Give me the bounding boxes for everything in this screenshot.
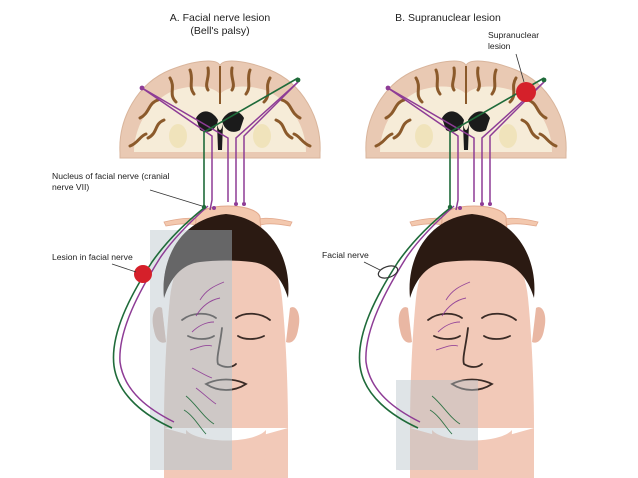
panel-a-face xyxy=(150,213,301,478)
panel-b-facial-nerve-purple xyxy=(365,205,455,423)
panel-b-title: B. Supranuclear lesion xyxy=(378,12,518,25)
panel-b-supranuclear-lesion-marker xyxy=(516,82,536,102)
panel-a-nucleus-point xyxy=(201,204,207,210)
panel-b-facial-branches xyxy=(435,281,471,351)
panel-a-facial-nerve-green xyxy=(112,207,205,429)
lesion-in-facial-nerve-label: Lesion in facial nerve xyxy=(52,252,133,262)
panel-a-title: A. Facial nerve lesion (Bell's palsy) xyxy=(150,12,290,38)
supranuclear-lesion-label: Supranuclear lesion xyxy=(488,30,568,52)
panel-a-green-pathway xyxy=(203,77,299,208)
panel-a-umn-right xyxy=(243,81,299,202)
supranuclear-label-line2: lesion xyxy=(488,41,511,51)
panel-a-facial-nerve-purple xyxy=(119,205,209,423)
supranuclear-leader xyxy=(515,53,525,83)
panel-a-lesion-marker xyxy=(134,265,152,283)
panel-b-facial-nerve-ring xyxy=(377,265,399,279)
nucleus-label-line2: nerve VII) xyxy=(52,182,90,192)
nucleus-label-line1: Nucleus of facial nerve (cranial xyxy=(52,171,170,181)
panel-a-brain xyxy=(118,59,322,160)
panel-a-lesion-leader xyxy=(111,263,137,273)
facial-nerve-leader xyxy=(363,261,381,271)
panel-b-brain xyxy=(364,59,568,160)
panel-a-facial-branches xyxy=(189,281,225,405)
supranuclear-label-line1: Supranuclear xyxy=(488,30,540,40)
panel-b-title-line1: B. Supranuclear lesion xyxy=(395,12,501,24)
nucleus-leader xyxy=(149,189,203,207)
panel-a-umn-left xyxy=(141,87,213,211)
nucleus-label: Nucleus of facial nerve (cranial nerve V… xyxy=(52,171,212,193)
panel-a-title-line1: A. Facial nerve lesion xyxy=(169,12,271,24)
panel-b-facial-nerve-green xyxy=(358,207,451,429)
panel-a-title-line2: (Bell's palsy) xyxy=(190,25,250,37)
panel-b-green-pathway xyxy=(449,77,545,208)
panel-b-paralyzed-side xyxy=(396,380,478,470)
facial-nerve-label: Facial nerve xyxy=(322,250,369,260)
panel-a-neurons xyxy=(112,77,299,429)
panel-b-face xyxy=(396,213,547,478)
